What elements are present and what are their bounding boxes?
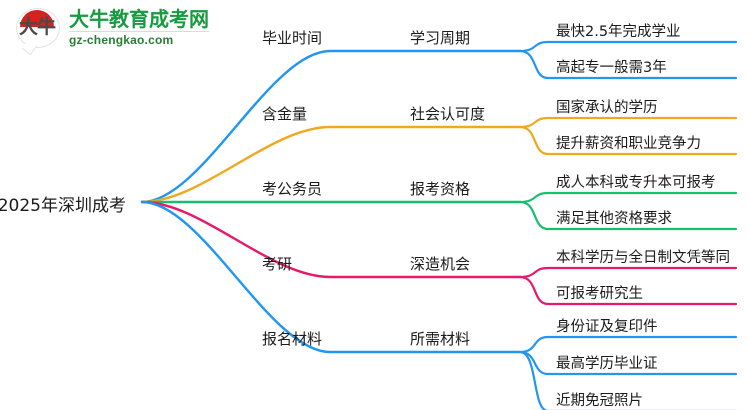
connector-path [140,200,522,279]
branch-3-leaf-2[interactable]: 满足其他资格要求 [556,211,672,227]
connector-path [518,191,738,204]
branch-2-leaf-1[interactable]: 国家承认的学历 [556,100,658,116]
branch-5-leaf-3[interactable]: 近期免冠照片 [556,393,643,409]
branch-1-leaf-1[interactable]: 最快2.5年完成学业 [556,24,681,40]
branch-3-leaf-1[interactable]: 成人本科或专升本可报考 [556,175,716,191]
connector-path [518,200,738,231]
branch-5-level1-label[interactable]: 报名材料 [262,330,323,348]
connector-path [518,40,738,53]
connector-path [518,350,737,410]
logo-brand-url: gz-chengkao.com [69,31,209,48]
connector-path [518,125,738,156]
logo-mark-text: 大牛 [18,16,56,38]
site-logo[interactable]: 大牛 大牛教育成考网 gz-chengkao.com [16,6,209,50]
branch-1-level2-label[interactable]: 学习周期 [410,29,471,47]
logo-mark-icon: 大牛 [16,6,62,50]
branch-3-level1-label[interactable]: 考公务员 [262,180,323,198]
connector-path [518,266,738,279]
connector-path [518,275,738,306]
connector-path [518,116,738,129]
branch-2-level2-label[interactable]: 社会认可度 [410,105,486,123]
logo-brand-name: 大牛教育成考网 [69,7,209,31]
connector-path [140,125,522,204]
branch-1-leaf-2[interactable]: 高起专一般需3年 [556,60,667,76]
connector-path [140,49,522,204]
root-node[interactable]: 2025年深圳成考 [0,196,126,216]
branch-4-level1-label[interactable]: 考研 [262,255,293,273]
connector-path [518,335,738,354]
branch-5-leaf-1[interactable]: 身份证及复印件 [556,319,658,335]
branch-3-level2-label[interactable]: 报考资格 [410,180,471,198]
branch-2-level1-label[interactable]: 含金量 [262,105,308,123]
branch-4-leaf-2[interactable]: 可报考研究生 [556,286,643,302]
branch-2-leaf-2[interactable]: 提升薪资和职业竞争力 [556,136,701,152]
connector-path [518,49,738,80]
connector-path [140,200,522,354]
branch-5-leaf-2[interactable]: 最高学历毕业证 [556,356,658,372]
branch-1-level1-label[interactable]: 毕业时间 [262,29,323,47]
branch-4-level2-label[interactable]: 深造机会 [410,255,471,273]
branch-5-level2-label[interactable]: 所需材料 [410,330,471,348]
branch-4-leaf-1[interactable]: 本科学历与全日制文凭等同 [556,250,730,266]
